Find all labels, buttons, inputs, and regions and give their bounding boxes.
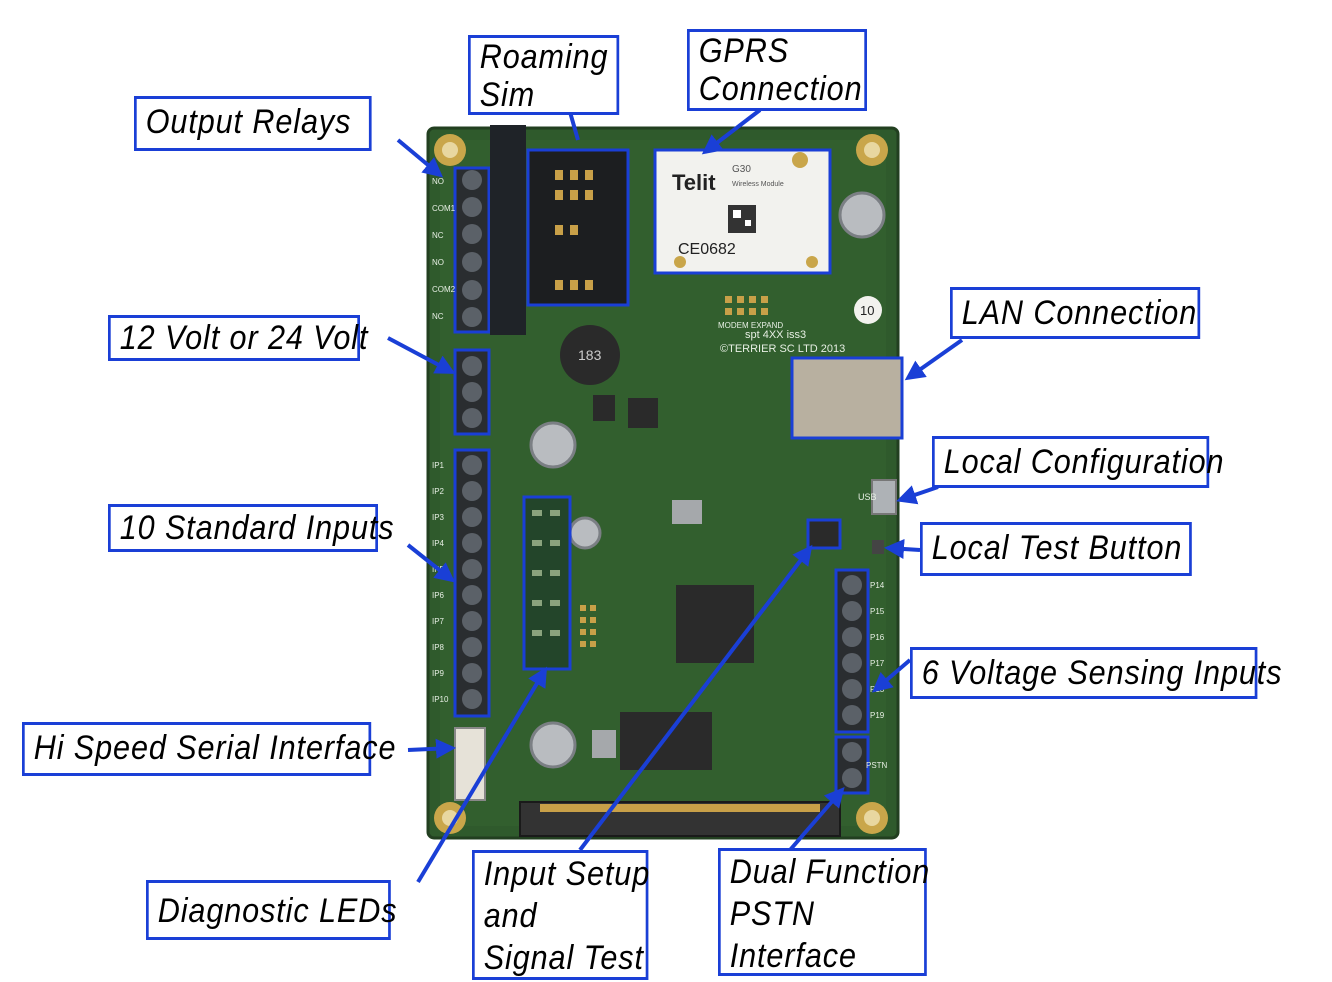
chip [593,395,615,421]
voltage-pin-label: P17 [870,659,885,668]
inductor: 183 [560,325,620,385]
relay-pin-label: NO [432,258,444,267]
sim-holder [526,148,630,307]
capacitor [568,516,602,550]
label-line: Diagnostic LEDs [157,892,398,930]
label-line: GPRS [698,32,790,70]
modem-expand-header [725,296,768,315]
label-line: Connection [698,70,863,108]
relay-pin-label: NC [432,312,444,321]
voltage-pin-label: P15 [870,607,885,616]
voltage-terminal-block [834,568,870,734]
relay-terminal-block [453,125,526,335]
relay-pin-label: NO [432,177,444,186]
label-diag-leds: Diagnostic LEDs [146,880,398,940]
voltage-pin-label: P18 [870,685,885,694]
label-line: Input Setup [483,855,651,893]
capacitor [529,721,577,769]
label-line: LAN Connection [961,294,1198,332]
silk-usb: USB [858,492,877,502]
label-local-config: Local Configuration [932,436,1225,488]
label-line: Dual Function [729,853,931,891]
ce-mark: CE0682 [678,241,736,258]
label-line: and [483,897,538,935]
input-pin-label: IP2 [432,487,445,496]
inputs-terminal-block [453,448,491,718]
input-pin-label: IP10 [432,695,449,704]
input-pin-label: IP9 [432,669,445,678]
label-line: Signal Test [483,939,644,977]
label-input-setup: Input Setup and Signal Test [472,850,651,980]
label-line: Output Relays [145,103,352,141]
label-line: Local Test Button [931,529,1183,567]
microcontroller [676,585,754,663]
voltage-pin-label: P14 [870,581,885,590]
inductor-label: 183 [578,347,602,363]
input-pin-label: IP6 [432,591,445,600]
serial-connector [454,727,486,801]
label-volt: 12 Volt or 24 Volt [108,315,369,361]
relay-pin-label: NC [432,231,444,240]
label-line: Hi Speed Serial Interface [33,729,397,767]
label-line: Sim [479,76,536,114]
crystal [672,500,702,524]
usb-port [871,479,897,515]
capacitor [529,421,577,469]
label-line: 12 Volt or 24 Volt [119,319,369,357]
voltage-pin-label: P19 [870,711,885,720]
crystal [592,730,616,758]
label-line: 10 Standard Inputs [119,509,395,547]
input-pin-label: IP5 [432,565,445,574]
label-line: 6 Voltage Sensing Inputs [921,654,1283,692]
label-line: PSTN [729,895,815,933]
input-pin-label: IP8 [432,643,445,652]
label-lan: LAN Connection [950,287,1201,339]
label-output-relays: Output Relays [134,96,372,151]
input-pin-label: IP4 [432,539,445,548]
gprs-module: Telit G30 Wireless Module CE0682 [653,148,832,275]
input-pin-label: IP3 [432,513,445,522]
chip [620,712,712,770]
chip [628,398,658,428]
silk-modem: MODEM EXPAND [718,321,783,330]
silk-pstn: PSTN [866,761,888,770]
silk-copyright: ©TERRIER SC LTD 2013 [720,343,845,355]
chip [806,518,842,550]
label-line: Roaming [479,38,609,76]
module-brand: Telit [672,170,716,195]
input-setup-jumpers [522,495,572,671]
silk-main: spt 4XX iss3 [745,329,806,341]
label-test-button: Local Test Button [920,522,1192,576]
label-serial: Hi Speed Serial Interface [22,722,397,776]
label-voltage-inputs: 6 Voltage Sensing Inputs [910,647,1283,699]
label-std-inputs: 10 Standard Inputs [108,504,395,552]
label-line: Interface [729,937,857,975]
label-pstn: Dual Function PSTN Interface [718,848,931,976]
relay-pin-label: COM2 [432,285,456,294]
pstn-terminal-block [834,735,870,795]
capacitor [838,191,886,239]
module-model: G30 [732,164,751,175]
module-sub: Wireless Module [732,181,784,188]
voltage-pin-label: P16 [870,633,885,642]
relay-pin-label: COM1 [432,204,456,213]
input-pin-label: IP1 [432,461,445,470]
lan-jack [790,356,904,440]
label-line: Local Configuration [943,443,1225,481]
test-button [872,540,884,554]
input-pin-label: IP7 [432,617,445,626]
label-roaming-sim: Roaming Sim [468,35,620,115]
badge: 10 [860,303,874,318]
power-terminal-block [453,348,491,436]
label-gprs: GPRS Connection [687,29,867,111]
